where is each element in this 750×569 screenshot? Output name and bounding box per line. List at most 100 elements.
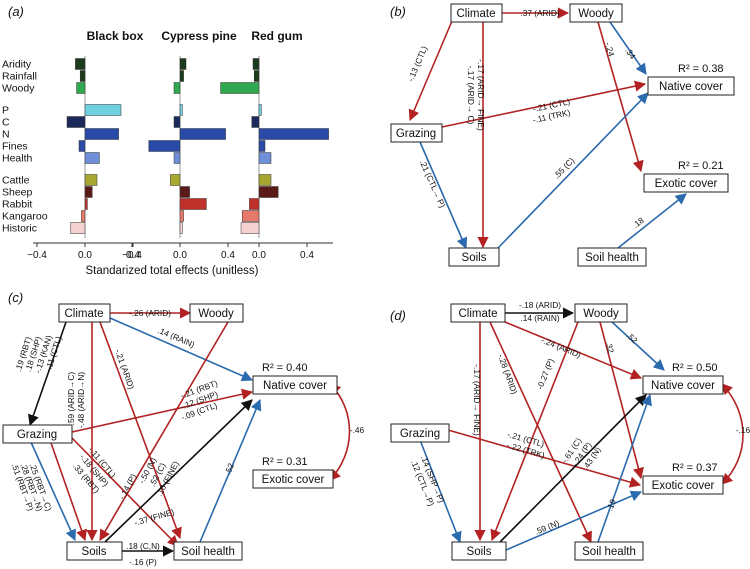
edge-label-c-native-exotic: -.46: [350, 425, 365, 435]
edge-d-woody-soils: [490, 321, 579, 542]
bar-1-health: [173, 152, 181, 164]
category-label-rabbit: Rabbit: [2, 199, 32, 211]
node-c-native-label: Native cover: [263, 380, 327, 392]
r2-c-exotic: R² = 0.31: [262, 456, 308, 468]
edge-label-c-soils-soilhealth-2: -.16 (P): [129, 557, 157, 567]
category-label-rainfall: Rainfall: [2, 71, 37, 83]
edge-label-b-climate-soils-1: -.17 (ARID→ FINE): [476, 59, 486, 131]
panel-a: (a) Black box Cypress pine Red gum Aridi…: [2, 4, 333, 277]
node-d-soilhealth-label: Soil health: [582, 546, 636, 558]
edge-d-woody-native: [611, 321, 665, 371]
edge-d-climate-native: [504, 321, 643, 380]
category-label-aridity: Aridity: [2, 59, 32, 71]
series-title-black-box: Black box: [87, 29, 144, 43]
edge-label-b-soils-native: .55 (C): [551, 155, 576, 180]
bar-marks: [66, 56, 329, 238]
edge-d-grazing-soils: [419, 439, 462, 544]
bar-0-cattle: [84, 174, 98, 186]
panel-d-label: (d): [390, 308, 406, 323]
panel-d: (d) -.18 (ARID) .14 (RAIN) -.24 (ARID) -…: [390, 300, 750, 561]
node-d-soils: [451, 541, 507, 561]
node-d-climate-label: Climate: [459, 308, 498, 320]
edge-label-d-climate-soils-1: -.17 (ARID→ FINE): [472, 364, 482, 436]
bar-2-historic: [240, 222, 260, 234]
category-label-sheep: Sheep: [2, 187, 33, 199]
edge-c-native-exotic: [329, 383, 351, 481]
panel-b: (b) .37 (ARID) -.13 (CTL) -.17 (ARID→ FI…: [390, 3, 735, 267]
edge-d-woody-exotic: [599, 321, 644, 480]
edge-b-soils-native: [497, 92, 649, 249]
edge-c-climate-grazing: [28, 321, 67, 427]
category-label-health: Health: [2, 153, 33, 165]
edge-label-c-climate-woody: -.26 (ARID): [129, 308, 171, 318]
node-b-woody-label: Woody: [578, 8, 614, 20]
edge-c-soils-native: [104, 399, 253, 543]
bar-0-kangaroo: [81, 210, 86, 222]
node-b-soils-label: Soils: [462, 252, 487, 264]
node-b-exotic: [643, 173, 729, 193]
node-b-soils: [448, 247, 500, 267]
category-label-historic: Historic: [2, 223, 37, 235]
edge-c-woody-soils: [99, 321, 229, 541]
node-b-grazing: [390, 123, 443, 143]
edge-b-woody-exotic: [597, 21, 644, 173]
edge-b-grazing-soils: [419, 141, 468, 250]
node-d-exotic-label: Exotic cover: [652, 480, 715, 492]
r2-c-native: R² = 0.40: [262, 362, 308, 374]
category-label-p: P: [2, 105, 9, 117]
bar-1-kangaroo: [179, 210, 184, 222]
node-b-climate: [450, 3, 503, 23]
x-tick-label-3: −0.4: [122, 250, 142, 261]
edge-label-d-climate-woody-1: -.18 (ARID): [519, 300, 561, 310]
edge-label-c-climate-soils-1: -.59 (ARID→C): [66, 372, 76, 428]
node-c-native: [252, 375, 338, 395]
edge-label-b-grazing-soils: .21 (CTL→ P): [418, 158, 448, 209]
edge-d-native-exotic: [721, 383, 744, 485]
x-axis-label: Standarized total effects (unitless): [85, 265, 258, 277]
node-c-exotic-label: Exotic cover: [262, 474, 325, 486]
category-label-fines: Fines: [2, 141, 28, 153]
panel-c-label: (c): [8, 290, 23, 305]
bar-1-cattle: [170, 174, 181, 186]
bar-1-n: [179, 128, 226, 140]
edge-label-b-climate-woody: .37 (ARID): [520, 8, 559, 18]
node-b-soilhealth-label: Soil health: [585, 252, 639, 264]
bar-1-p: [179, 104, 183, 116]
node-d-woody: [574, 303, 628, 323]
edge-label-b-climate-soils-2: -.17 (ARID→ C): [466, 66, 476, 125]
bar-2-sheep: [258, 186, 279, 198]
node-d-woody-label: Woody: [583, 308, 619, 320]
node-c-climate: [58, 303, 111, 323]
bar-0-woody: [76, 82, 86, 94]
node-d-grazing-label: Grazing: [400, 428, 440, 440]
edge-d-soils-exotic: [505, 490, 643, 551]
bar-2-c: [251, 116, 260, 128]
node-c-woody-label: Woody: [198, 308, 234, 320]
bar-1-fines: [148, 140, 181, 152]
x-tick-label-4: 0.0: [173, 250, 187, 261]
node-b-woody: [569, 3, 623, 23]
edge-label-d-native-exotic: -.16: [736, 425, 750, 435]
edge-label-d-climate-soils-2: -.28 (ARID): [496, 353, 520, 396]
edge-label-b-climate-grazing: -.13 (CTL): [405, 44, 429, 83]
node-d-soilhealth: [574, 541, 644, 561]
node-c-exotic: [252, 469, 334, 489]
node-b-native: [647, 76, 735, 96]
edge-label-d-woody-native: .52: [624, 330, 640, 345]
node-b-grazing-label: Grazing: [396, 128, 436, 140]
edge-c-grazing-soils-blue: [29, 439, 76, 542]
node-c-soils-label: Soils: [82, 546, 107, 558]
r2-d-exotic: R² = 0.37: [672, 462, 718, 474]
node-c-grazing: [2, 424, 73, 444]
bar-1-rainfall: [179, 70, 184, 82]
edge-b-grazing-native: [441, 80, 647, 128]
category-label-c: C: [2, 117, 10, 129]
node-d-grazing: [390, 423, 450, 443]
r2-d-native: R² = 0.50: [672, 362, 718, 374]
bar-0-fines: [78, 140, 86, 152]
edge-label-c-soils-soilhealth-1: .18 (C,N): [126, 541, 160, 551]
bar-2-health: [258, 152, 272, 164]
edge-b-soilhealth-exotic: [617, 193, 687, 249]
bar-1-c: [173, 116, 181, 128]
